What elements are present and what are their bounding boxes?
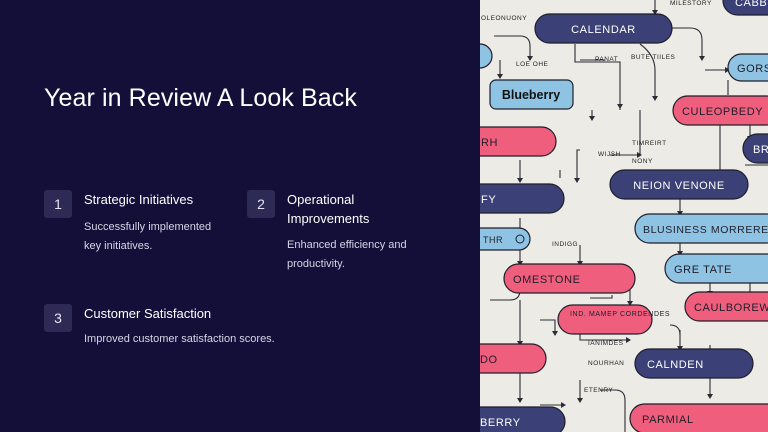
item-description: Successfully implemented key initiatives…: [84, 221, 212, 252]
pill-calendar: [534, 13, 673, 44]
item-description: Improved customer satisfaction scores.: [84, 333, 275, 345]
pill-label: CAULBOREWE: [694, 302, 768, 314]
flowchart-graphic: CALENDAR CABB GORS Blueberry CULEOPBEDY …: [480, 0, 768, 432]
small-label: LOE OHE: [516, 61, 549, 68]
pill-label: BLUSINESS MORRERE: [643, 224, 768, 236]
item-description: Enhanced efficiency and productivity.: [287, 239, 407, 270]
pill-circle-icon: [515, 234, 525, 244]
pill-label: GRE TATE: [674, 264, 732, 276]
item-customer-satisfaction: 3 Customer Satisfaction Improved custome…: [44, 304, 364, 354]
small-label: TIMREIRT: [632, 140, 667, 147]
small-label: OLEONUONY: [481, 15, 527, 22]
pill-omestone: [503, 263, 636, 294]
item-number-badge: 3: [44, 304, 72, 332]
pill-label: NEION VENONE: [633, 180, 725, 192]
pill-label: PARMIAL: [642, 414, 694, 426]
small-label: NOURHAN: [588, 360, 624, 367]
pill-cabb: [722, 0, 768, 16]
item-strategic-initiatives: 1 Strategic Initiatives Successfully imp…: [44, 190, 234, 260]
pill-label: CALENDAR: [571, 24, 636, 36]
item-number-badge: 1: [44, 190, 72, 218]
pill-label: CABB: [735, 0, 767, 9]
pill-label: FY: [481, 194, 496, 206]
pill-calnden: [634, 348, 754, 379]
pill-gre-tate: [664, 253, 768, 284]
small-label: INDIGG: [552, 241, 578, 248]
pill-left-fragment: [480, 43, 493, 69]
pill-berry: [480, 406, 566, 432]
pill-label: CALNDEN: [647, 359, 704, 371]
pill-br: [742, 133, 768, 164]
pill-caulborewe: [684, 291, 768, 322]
pill-culeopbedy: [672, 95, 768, 126]
small-label: PANAT: [595, 56, 618, 63]
slide-title: Year in Review A Look Back: [44, 84, 357, 112]
flowchart-illustration: CALENDAR CABB GORS Blueberry CULEOPBEDY …: [480, 0, 768, 432]
pill-label: BERRY: [480, 417, 521, 429]
pill-label: IND. MAMEP CORDENDES: [570, 311, 670, 318]
pill-neion-venone: [609, 169, 749, 200]
small-label: WIJSH: [598, 151, 621, 158]
small-label: NONY: [632, 158, 653, 165]
flowchart-pills: CALENDAR CABB GORS Blueberry CULEOPBEDY …: [480, 0, 768, 432]
small-label: MILESTORY: [670, 0, 712, 7]
small-label: IANIMDES: [588, 340, 624, 347]
pill-blueberry: [489, 79, 574, 110]
pill-label: Blueberry: [502, 88, 560, 102]
pill-parmial: [629, 403, 768, 432]
item-title: Strategic Initiatives: [84, 192, 194, 207]
pill-blusiness-morrere: [634, 213, 768, 244]
pill-label: RH: [481, 137, 498, 149]
pill-label: DO: [480, 354, 498, 366]
item-title: Operational Improvements: [287, 192, 370, 226]
pill-rh: [480, 126, 557, 157]
small-label: BUTE TIILES: [631, 54, 676, 61]
flowchart-small-labels: MILESTORY OLEONUONY PANAT BUTE TIILES LO…: [481, 0, 712, 394]
small-label: ETENRY: [584, 387, 613, 394]
pill-thr: [480, 227, 531, 251]
pill-fy: [480, 183, 565, 214]
pill-label: OMESTONE: [513, 274, 581, 286]
pill-label: CULEOPBEDY: [682, 106, 763, 118]
pill-gors: [727, 53, 768, 82]
item-operational-improvements: 2 Operational Improvements Enhanced effi…: [247, 190, 447, 280]
content-panel: Year in Review A Look Back 1 Strategic I…: [44, 84, 447, 354]
pill-label: THR: [483, 235, 503, 245]
pill-ind-mamep: [557, 304, 653, 335]
pill-label: GORS: [737, 63, 768, 75]
pill-do: [480, 343, 547, 374]
item-title: Customer Satisfaction: [84, 306, 212, 321]
item-number-badge: 2: [247, 190, 275, 218]
pill-label: BR: [753, 144, 768, 156]
